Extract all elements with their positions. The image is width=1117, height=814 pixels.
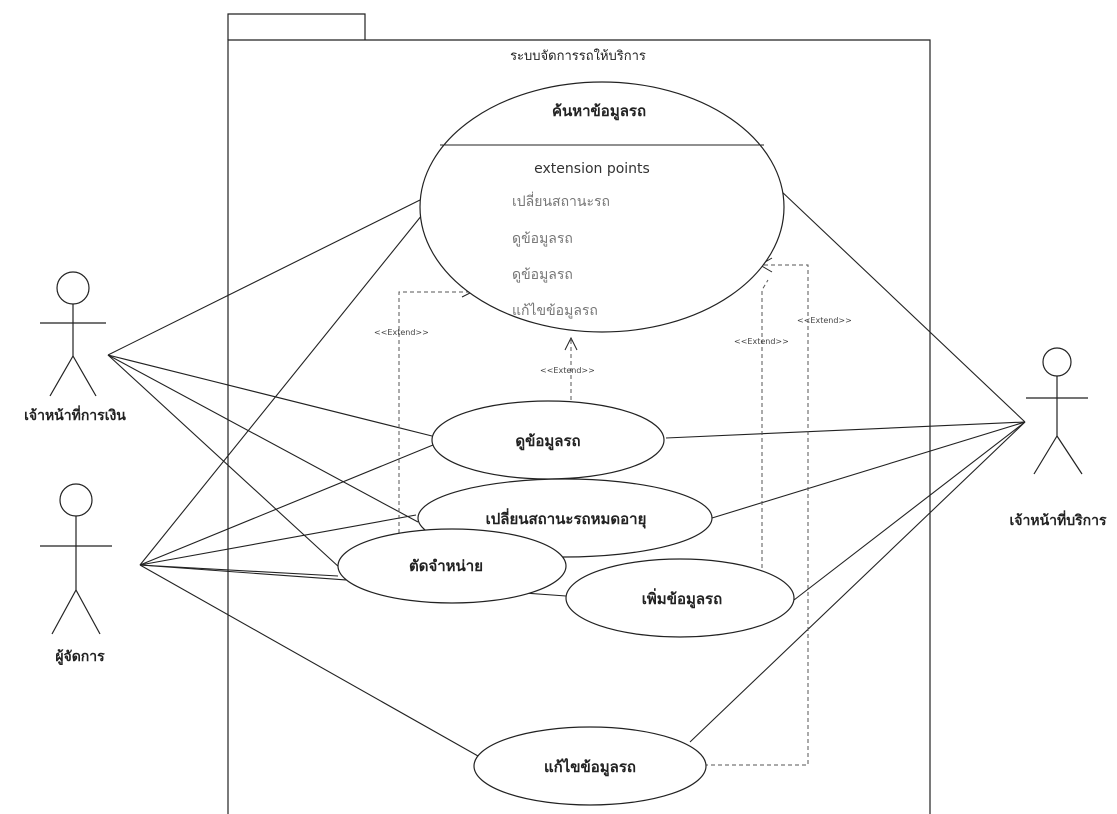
use-case-search-title: ค้นหาข้อมูลรถ [552, 102, 646, 121]
assoc-service-add [793, 421, 1026, 601]
assoc-service-search [779, 189, 1026, 423]
assoc-finance-view [107, 354, 433, 437]
stick-figure-icon [40, 271, 106, 397]
package-tab [227, 13, 366, 40]
use-case-add-label: เพิ่มข้อมูลรถ [642, 588, 722, 609]
use-case-search: ค้นหาข้อมูลรถ extension points เปลี่ยนสถ… [419, 81, 785, 333]
assoc-service-change-status [711, 421, 1026, 519]
actor-service-label: เจ้าหน้าที่บริการ [1009, 510, 1106, 529]
assoc-finance-search [107, 199, 421, 356]
extend-view-arrowhead [564, 336, 578, 351]
extend-edit-line [704, 264, 809, 766]
extend-dispose-line [398, 291, 472, 561]
assoc-manager-dispose [139, 564, 339, 577]
actor-manager: ผู้จัดการ [40, 483, 112, 665]
use-case-dispose: ตัดจำหน่าย [337, 528, 567, 604]
actor-manager-label: ผู้จัดการ [55, 649, 105, 665]
assoc-manager-change-status [139, 514, 417, 566]
actor-service: เจ้าหน้าที่บริการ [1009, 347, 1107, 529]
use-case-add-ellipse [565, 558, 795, 638]
assoc-finance-change-status [107, 354, 419, 523]
extend-label-edit: <<Extend>> [797, 316, 852, 325]
assoc-manager-view [139, 444, 434, 566]
actor-finance-label: เจ้าหน้าที่การเงิน [24, 405, 126, 424]
actor-finance: เจ้าหน้าที่การเงิน [24, 271, 126, 424]
assoc-manager-search [139, 214, 423, 566]
use-case-view-label: ดูข้อมูลรถ [515, 432, 580, 451]
stick-figure-icon [1026, 347, 1088, 475]
extend-label-add: <<Extend>> [734, 337, 789, 346]
extend-dependencies: <<Extend>> <<Extend>> <<Extend>> <<Exten… [374, 257, 852, 766]
assoc-service-edit [689, 421, 1026, 743]
use-case-dispose-ellipse [337, 528, 567, 604]
extend-label-view: <<Extend>> [540, 366, 595, 375]
system-title: ระบบจัดการรถให้บริการ [510, 48, 646, 64]
extend-add-line [761, 279, 769, 575]
assoc-manager-edit [139, 564, 479, 757]
boundary-frame [227, 39, 931, 814]
extension-point: แก้ไขข้อมูลรถ [512, 302, 598, 319]
extension-point: เปลี่ยนสถานะรถ [512, 192, 610, 210]
use-case-add: เพิ่มข้อมูลรถ [565, 558, 795, 638]
use-case-view: ดูข้อมูลรถ [431, 400, 665, 480]
use-case-change-status-label: เปลี่ยนสถานะรถหมดอายุ [486, 508, 647, 529]
extend-label-dispose: <<Extend>> [374, 328, 429, 337]
extension-point: ดูข้อมูลรถ [512, 267, 573, 283]
use-case-edit: แก้ไขข้อมูลรถ [473, 726, 707, 806]
use-case-dispose-label: ตัดจำหน่าย [409, 557, 483, 575]
system-boundary: ระบบจัดการรถให้บริการ [227, 13, 931, 814]
stick-figure-icon [40, 483, 112, 635]
use-case-edit-label: แก้ไขข้อมูลรถ [544, 757, 636, 777]
extension-point: ดูข้อมูลรถ [512, 231, 573, 247]
use-case-edit-ellipse [473, 726, 707, 806]
extension-points-header: extension points [534, 161, 650, 177]
assoc-service-view [665, 421, 1026, 439]
